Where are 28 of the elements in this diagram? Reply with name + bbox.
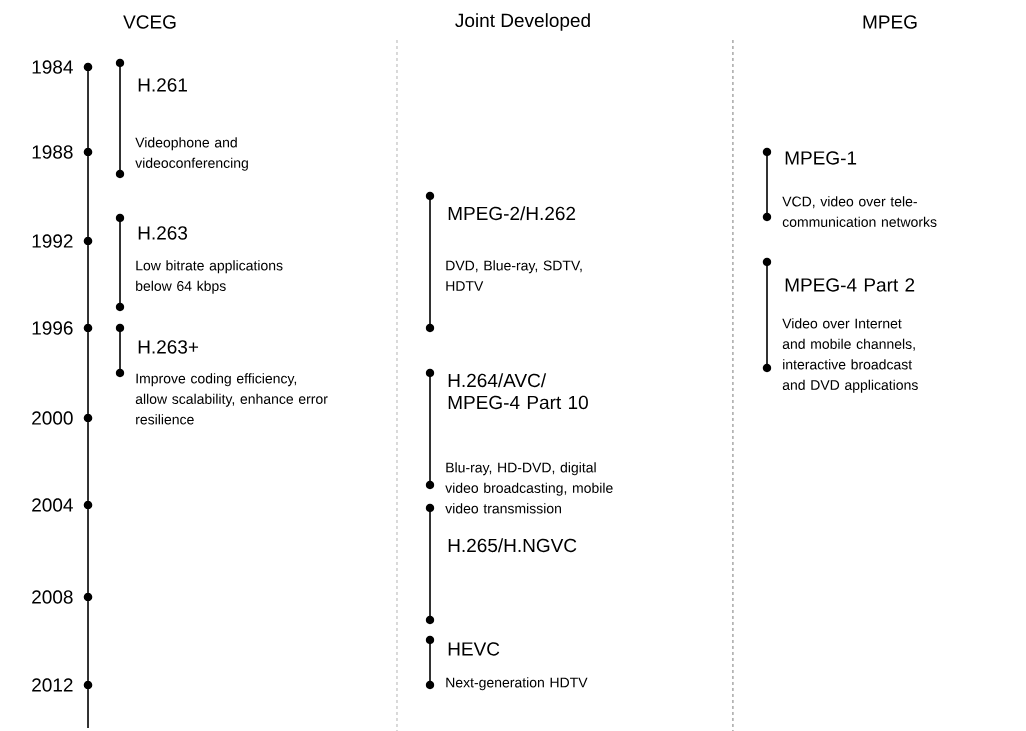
standard-description: Low bitrate applications below 64 kbps [136,260,283,294]
standard-description: Improve coding efficiency, allow scalability, enhance error resilience [135,373,328,425]
standard-name: H.261 [138,78,187,92]
column-heading: VCEG [123,15,176,29]
year-label: 1988 [32,145,73,159]
year-label: 2012 [32,678,73,692]
year-label: 1984 [32,60,73,74]
standard-description: Next-generation HDTV [446,677,588,691]
standard-description: VCD, video over tele-communication networks [782,196,937,227]
standard-name: H.263 [138,226,188,240]
year-label: 1992 [32,234,73,248]
standard-description: Videophone and videoconferencing [135,137,248,171]
year-label: 2004 [32,498,73,512]
standard-name: H.263+ [138,340,199,354]
standard-name: MPEG-2/H.262 [448,206,576,221]
column-heading: Joint Developed [455,13,590,31]
standard-description: Video over Internet and mobile channels, interactive broadcast and DVD applications [782,318,918,393]
standard-name: H.265/H.NGVC [448,538,577,553]
year-label: 2008 [32,590,73,604]
standard-description: DVD, Blue-ray, SDTV, HDTV [446,260,582,291]
standard-name: MPEG-4 Part 2 [785,278,915,292]
year-label: 2000 [32,411,73,425]
standard-description: Blu-ray, HD-DVD, digital video broadcasting, mobile video transmission [445,462,613,514]
year-label: 1996 [32,321,73,335]
column-heading: MPEG [863,15,917,29]
standard-name: MPEG-1 [785,151,857,165]
standard-name: HEVC [448,642,500,656]
standard-name: H.264/AVC/ MPEG-4 Part 10 [448,373,588,410]
